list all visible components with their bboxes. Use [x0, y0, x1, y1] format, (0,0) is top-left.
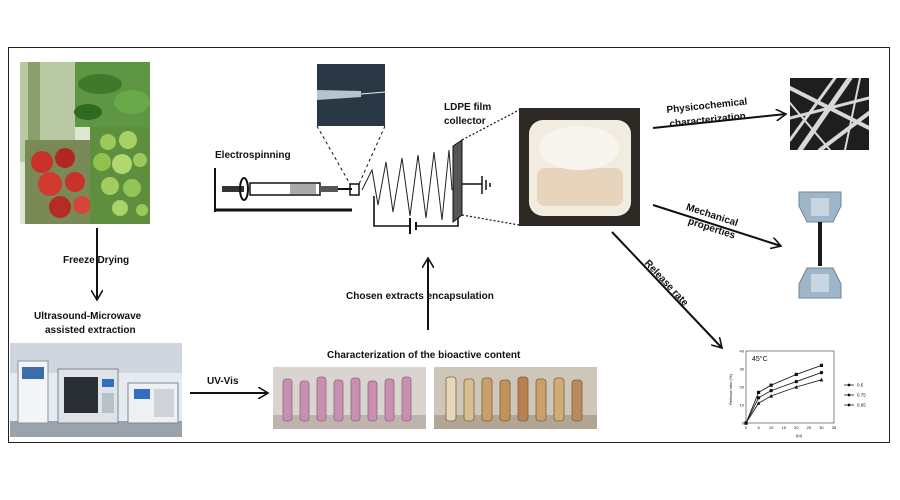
chart-axes: 0 5 10 15 20 25 30 35 0 10 20 30 40 [740, 349, 837, 431]
data-point [794, 379, 798, 384]
extraction-label-line1: Ultrasound-Microwave [34, 311, 142, 322]
release-rate-chart: 0 5 10 15 20 25 30 35 0 10 20 30 40 0.5 0.75 0.95 45°C… [724, 345, 884, 439]
x-tick-label: 10 [769, 425, 774, 430]
data-point [769, 383, 773, 387]
ldpe-label-line2: collector [444, 116, 486, 127]
fiber-jet-zigzag [361, 149, 453, 221]
tomato-photo-collage [20, 62, 150, 224]
y-tick-label: 40 [740, 349, 745, 354]
x-tick-label: 0 [745, 425, 748, 430]
x-tick-label: 5 [757, 425, 760, 430]
x-tick-label: 35 [832, 425, 837, 430]
fiber-mat-drawing [519, 108, 640, 226]
data-point [819, 370, 824, 375]
voltage-circuit [373, 196, 410, 227]
pink-vials-drawing [273, 367, 426, 429]
fiber-mat-photo [519, 108, 640, 226]
syringe-pump-icon [214, 168, 360, 212]
data-point [756, 401, 761, 405]
amber-vials-drawing [434, 367, 597, 429]
release-rate-arrow [611, 231, 722, 348]
data-point [769, 394, 774, 398]
pink-vials-photo [273, 367, 426, 429]
mechanical-arrow [652, 204, 781, 246]
legend-marker [847, 393, 851, 397]
data-point [794, 372, 798, 376]
characterization-bioactive-label: Characterization of the bioactive conten… [327, 350, 521, 361]
x-tick-label: 20 [794, 425, 799, 430]
chart-plot-border [745, 350, 835, 424]
y-tick-label: 30 [740, 367, 745, 372]
legend-marker [847, 403, 851, 407]
needle-tip-drawing [317, 64, 385, 126]
electrospinning-label: Electrospinning [215, 150, 291, 161]
sem-fiber-image [790, 78, 869, 150]
tensile-tester-image [793, 190, 847, 300]
legend-marker [847, 383, 851, 387]
freeze-drying-label: Freeze Drying [63, 255, 130, 266]
legend-label: 0.95 [857, 403, 866, 408]
chart-annotation: 45°C [752, 355, 768, 363]
chosen-extracts-label: Chosen extracts encapsulation [346, 291, 494, 302]
chart-marks: 0.5 0.75 0.95 [744, 363, 866, 425]
zoom-line-left [316, 125, 351, 185]
amber-vials-photo [434, 367, 597, 429]
physicochemical-arrow [652, 114, 786, 129]
chart-ylabel: Release ratio (%) [728, 373, 733, 405]
tomato-photo-drawing [20, 62, 150, 224]
y-tick-label: 10 [740, 403, 745, 408]
x-tick-label: 30 [819, 425, 824, 430]
extraction-equipment-photo [10, 343, 182, 437]
zoom-line-right [358, 125, 386, 185]
sem-drawing [790, 78, 869, 150]
mat-connector-top [461, 109, 520, 141]
equipment-drawing [10, 343, 182, 437]
legend-label: 0.75 [857, 393, 866, 398]
data-point [756, 390, 761, 394]
chart-background [724, 345, 884, 439]
circuit-return [416, 215, 459, 227]
chart-xlabel: t(d) [796, 433, 803, 438]
data-point [794, 385, 799, 389]
data-point [744, 421, 748, 425]
ldpe-collector-plate [452, 139, 463, 224]
y-tick-label: 20 [740, 385, 745, 390]
y-tick-label: 0 [742, 421, 745, 426]
tensile-drawing [793, 190, 847, 300]
data-point [756, 396, 761, 400]
needle-tip-zoom [317, 64, 385, 126]
ground-icon [462, 176, 491, 194]
x-tick-label: 25 [807, 425, 812, 430]
data-point [769, 388, 773, 393]
x-tick-label: 15 [781, 425, 786, 430]
data-point [819, 377, 824, 382]
extraction-label-line2: assisted extraction [45, 325, 136, 336]
data-point [819, 363, 824, 367]
mat-connector-bottom [461, 214, 520, 226]
uv-vis-label: UV-Vis [207, 376, 239, 387]
ldpe-label-line1: LDPE film [444, 102, 492, 113]
legend-label: 0.5 [857, 383, 864, 388]
